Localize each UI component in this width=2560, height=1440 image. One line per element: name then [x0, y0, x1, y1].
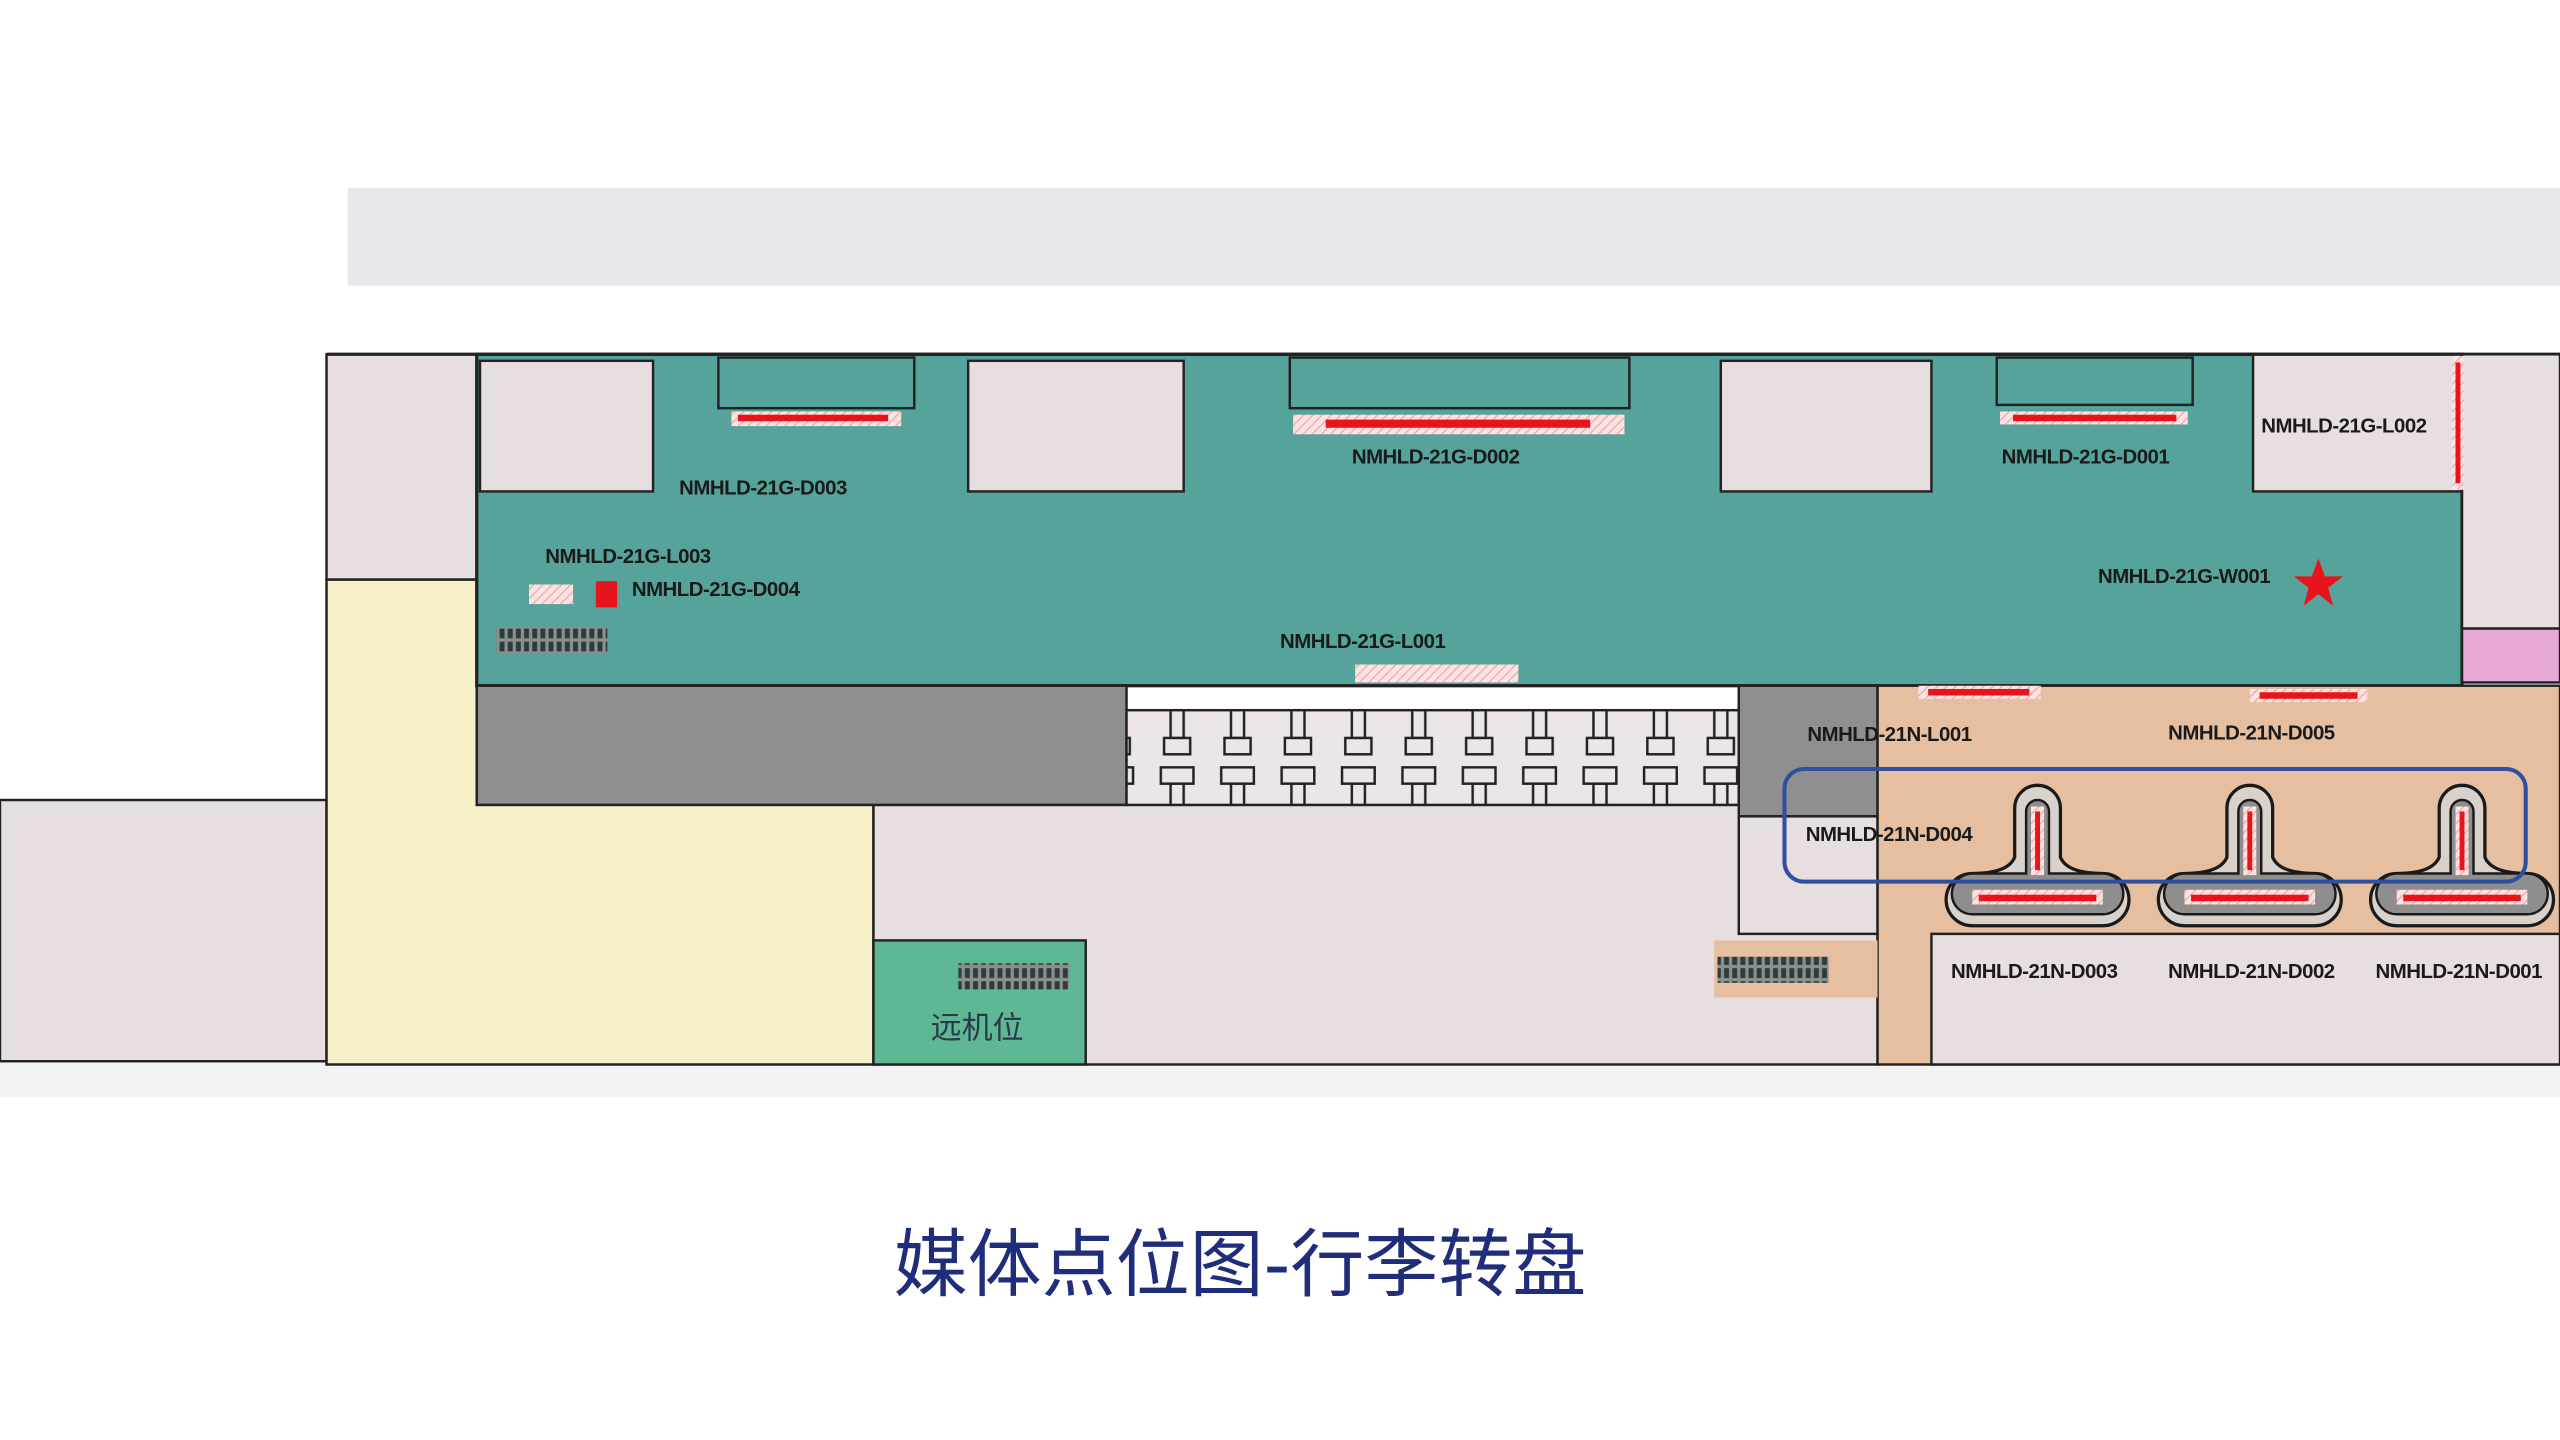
seating-icon	[958, 963, 1070, 990]
baggage-carousel-n-d003[interactable]	[1944, 783, 2131, 928]
seating-icon	[1717, 956, 1829, 983]
media-spot-g-d002[interactable]	[1293, 414, 1625, 435]
label-g-d002: NMHLD-21G-D002	[1352, 447, 1520, 469]
label-g-w001: NMHLD-21G-W001	[2098, 566, 2270, 588]
room-1	[478, 359, 655, 493]
gray-zone-right	[1737, 684, 1879, 818]
room-2	[966, 359, 1185, 493]
bay-3	[1995, 356, 2194, 407]
media-spot-g-l001[interactable]	[1355, 664, 1519, 683]
label-g-d003: NMHLD-21G-D003	[679, 478, 847, 500]
label-n-d001: NMHLD-21N-D001	[2376, 961, 2543, 983]
label-n-d005: NMHLD-21N-D005	[2168, 723, 2335, 745]
label-g-l002: NMHLD-21G-L002	[2261, 416, 2427, 438]
bottom-band	[0, 1061, 2560, 1098]
gate-positions	[1125, 708, 1740, 807]
seating-icon	[496, 626, 608, 654]
right-room	[2460, 353, 2560, 630]
right-pink-room	[2460, 627, 2560, 684]
label-n-d003: NMHLD-21N-D003	[1951, 961, 2118, 983]
room-4	[2251, 353, 2464, 493]
remote-stand	[872, 939, 1087, 1066]
top-band	[347, 187, 2560, 286]
media-spot-g-d003[interactable]	[731, 411, 902, 427]
media-spot-g-l002[interactable]	[2452, 355, 2464, 490]
label-n-d004: NMHLD-21N-D004	[1806, 824, 1974, 846]
remote-stand-label: 远机位	[931, 1010, 1024, 1046]
highlight-box	[1782, 766, 2528, 884]
label-n-l001: NMHLD-21N-L001	[1807, 724, 1971, 746]
left-building	[0, 798, 328, 1063]
gray-zone	[475, 684, 1128, 807]
bay-2	[1288, 356, 1631, 410]
media-spot-g-w001-star-icon[interactable]	[2293, 558, 2343, 606]
label-g-l001: NMHLD-21G-L001	[1280, 631, 1446, 653]
baggage-carousel-n-d001[interactable]	[2368, 783, 2556, 928]
label-g-d001: NMHLD-21G-D001	[2002, 447, 2170, 469]
media-spot-n-d005[interactable]	[2249, 688, 2368, 703]
label-n-d002: NMHLD-21N-D002	[2168, 961, 2335, 983]
label-g-l003: NMHLD-21G-L003	[545, 546, 711, 568]
media-spot-n-l001[interactable]	[1918, 685, 2041, 699]
bay-1	[717, 356, 916, 410]
label-g-d004: NMHLD-21G-D004	[632, 579, 801, 601]
baggage-lower-room	[1930, 932, 2560, 1066]
page-title: 媒体点位图-行李转盘	[893, 1222, 1587, 1308]
left-room	[325, 353, 478, 581]
small-room	[1737, 815, 1879, 936]
baggage-carousel-n-d002[interactable]	[2156, 783, 2343, 928]
media-spot-g-d001[interactable]	[2000, 411, 2188, 425]
room-3	[1719, 359, 1933, 493]
media-spot-g-l003[interactable]	[528, 584, 574, 605]
media-spot-g-d004[interactable]	[595, 581, 618, 608]
